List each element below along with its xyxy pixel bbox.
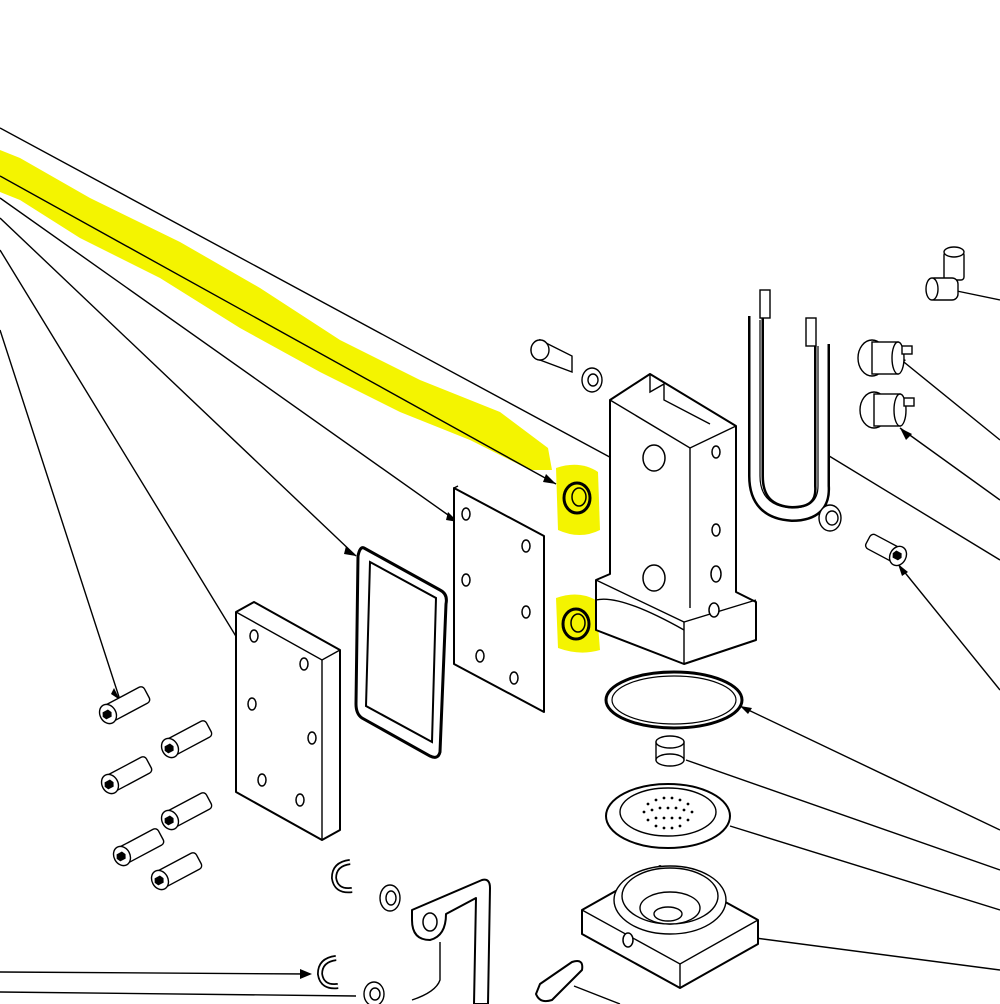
- cap-screw: [150, 852, 203, 891]
- retaining-clip: [316, 955, 339, 990]
- highlight-leader-stroke: [0, 150, 552, 470]
- u-heater-element: [748, 289, 831, 523]
- leader-elbow: [951, 289, 1000, 301]
- leader-clip: [0, 971, 311, 975]
- heater-terminal: [759, 289, 771, 319]
- cap-screws: [98, 686, 213, 891]
- leader-screw-right: [897, 563, 1000, 691]
- leader-upper-ring: [0, 175, 557, 485]
- thermostat-lower: [859, 391, 915, 429]
- washer-top: [581, 367, 603, 393]
- cap-screw: [98, 686, 151, 725]
- large-o-ring: [604, 670, 744, 730]
- thermostat-upper: [857, 339, 913, 377]
- shower-screen: [605, 783, 731, 849]
- leader-base: [739, 935, 1000, 971]
- cap-screw-right: [864, 533, 908, 567]
- leader-cover-plate: [0, 249, 249, 657]
- leader-heater: [815, 447, 1000, 561]
- leader-block: [0, 127, 631, 469]
- leader-thermostat-lower: [899, 427, 1000, 501]
- leader-screws: [0, 329, 121, 701]
- leader-gasket-plate: [0, 197, 459, 523]
- cap-screw: [160, 792, 213, 831]
- bracket-lever: [411, 878, 491, 1004]
- leader-screen: [729, 825, 1000, 911]
- shower-screen-stud: [655, 735, 685, 767]
- heater-terminal: [805, 317, 817, 347]
- seal-ring-upper: [562, 481, 592, 515]
- leader-oring: [739, 705, 1000, 831]
- highlight-upper-ring: [556, 464, 600, 535]
- cap-screw: [160, 720, 213, 759]
- leader-stud: [685, 759, 1000, 871]
- rectangular-gasket: [354, 546, 448, 759]
- seal-ring-lower: [561, 607, 591, 641]
- leader-lines-left: [0, 127, 631, 997]
- leader-washer-bottom: [0, 991, 357, 997]
- highlight-marks: [0, 150, 600, 653]
- gasket-plate: [453, 485, 545, 713]
- cap-screw: [112, 828, 165, 867]
- washer-bottom: [363, 981, 385, 1004]
- small-fitting-bottom: [535, 960, 584, 1003]
- washer-bottom: [379, 884, 401, 912]
- elbow-fitting: [925, 246, 965, 301]
- retaining-clip: [330, 859, 353, 894]
- screen-perforations: [642, 796, 694, 830]
- washer-right: [818, 504, 842, 532]
- cap-screw-top: [530, 338, 573, 374]
- cap-screw: [100, 756, 153, 795]
- highlight-lower-ring: [556, 594, 600, 653]
- valve-block: [595, 373, 757, 665]
- group-head-base: [581, 865, 759, 989]
- leader-bottom-part: [573, 985, 621, 1004]
- leader-rect-gasket: [0, 217, 357, 557]
- cover-plate: [235, 601, 341, 841]
- leader-thermostat-upper: [893, 353, 1000, 441]
